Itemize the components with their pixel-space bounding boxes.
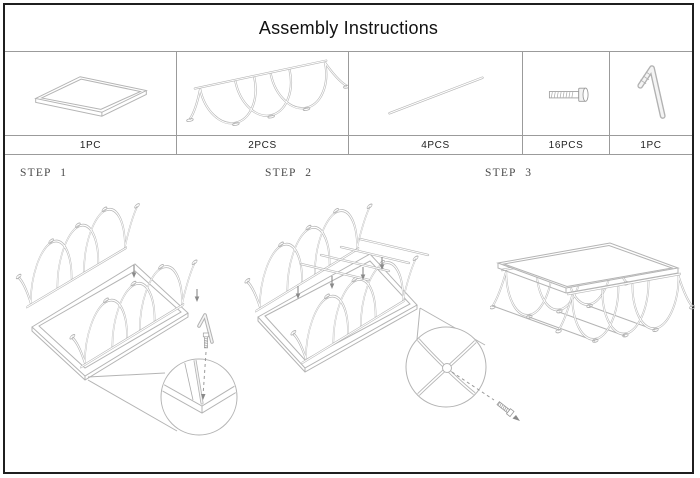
bolt-small-icon [495, 400, 515, 417]
page-title: Assembly Instructions [258, 17, 439, 38]
detail-circle [160, 358, 238, 436]
part-cell-side-frame [177, 52, 349, 135]
bolt-icon [548, 87, 589, 102]
qty-bolt: 16PCS [548, 139, 584, 151]
step-3-label: STEP 3 [485, 167, 533, 179]
qty-side-frame: 2PCS [248, 139, 277, 151]
down-arrow-icon [194, 288, 200, 303]
table-top-icon [33, 75, 148, 135]
part-qty: 1PC [610, 136, 692, 154]
part-cell-bolt [523, 52, 610, 135]
step-2-label: STEP 2 [265, 167, 313, 179]
title-row: Assembly Instructions [5, 5, 692, 52]
part-cell-rod [349, 52, 523, 135]
step-1-diagram [14, 195, 238, 436]
step-3-diagram [490, 242, 695, 351]
part-qty: 16PCS [523, 136, 610, 154]
step-2-diagram [243, 195, 520, 421]
part-cell-table-top [5, 52, 177, 135]
steps-area: STEP 1 STEP 2 STEP 3 [5, 155, 695, 471]
step-1-label: STEP 1 [20, 167, 68, 179]
parts-table [5, 52, 692, 136]
assembly-sheet: Assembly Instructions [3, 3, 695, 474]
bolt-small-icon [202, 332, 210, 349]
qty-allen-key: 1PC [640, 139, 662, 151]
side-frame-icon [178, 55, 348, 135]
qty-table-top: 1PC [79, 139, 102, 151]
part-cell-allen-key [610, 52, 692, 135]
quantity-row: 1PC 2PCS 4PCS 16PCS 1PC [5, 136, 692, 155]
part-qty: 4PCS [349, 136, 523, 154]
part-qty: 2PCS [177, 136, 349, 154]
support-rods [301, 239, 428, 280]
part-qty: 1PC [5, 136, 177, 154]
rod-icon [350, 53, 522, 135]
qty-rod: 4PCS [421, 139, 450, 151]
allen-key-icon [637, 64, 666, 119]
